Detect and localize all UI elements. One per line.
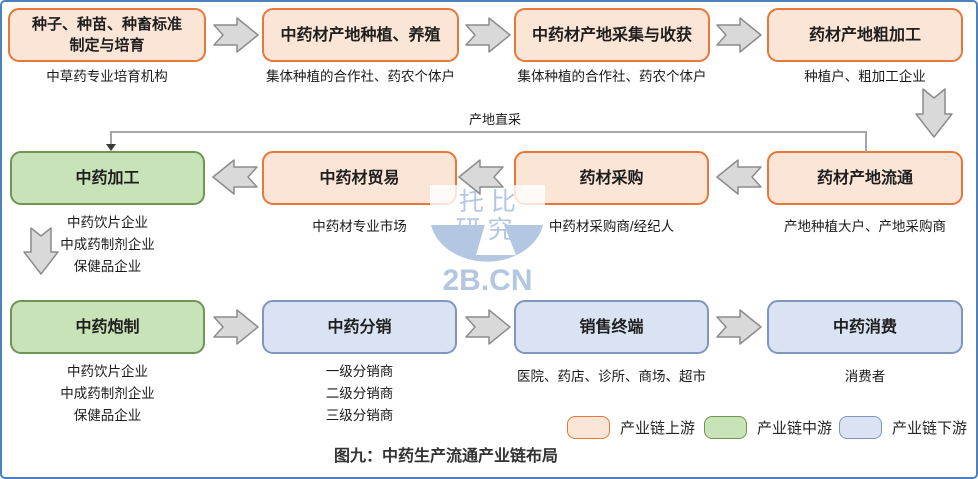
flow-arrow-right-icon bbox=[213, 309, 259, 345]
direct-procurement-arrowhead-icon bbox=[106, 144, 116, 151]
node-sales-terminals: 销售终端 bbox=[514, 300, 709, 354]
node-rough-processing-sublabel: 种植户、粗加工企业 bbox=[804, 69, 926, 84]
node-herb-purchasing: 药材采购 bbox=[514, 151, 709, 205]
legend-swatch-upstream bbox=[567, 416, 610, 439]
watermark-name: 托比 研究 bbox=[455, 188, 523, 244]
legend-item-midstream: 产业链中游 bbox=[704, 416, 832, 439]
node-tcm-processing: 中药加工 bbox=[10, 151, 205, 205]
watermark-domain: 2B.CN bbox=[442, 264, 533, 297]
node-tcm-preparation: 中药炮制 bbox=[10, 300, 205, 354]
tobi-research-watermark: 托比 研究 2B.CN bbox=[430, 185, 545, 298]
node-tcm-processing-sublabel: 中药饮片企业 中成药制剂企业 保健品企业 bbox=[60, 215, 155, 274]
legend-label-upstream: 产业链上游 bbox=[620, 420, 696, 437]
flow-arrow-down-icon bbox=[23, 227, 59, 275]
legend-item-downstream: 产业链下游 bbox=[839, 416, 967, 439]
node-sales-terminals-sublabel: 医院、药店、诊所、商场、超市 bbox=[517, 369, 706, 384]
flow-arrow-right-icon bbox=[716, 309, 762, 345]
node-tcm-distribution: 中药分销 bbox=[262, 300, 457, 354]
node-herb-trade-sublabel: 中药材专业市场 bbox=[312, 219, 407, 234]
direct-procurement-line-horizontal bbox=[110, 131, 866, 133]
flow-arrow-left-icon bbox=[212, 159, 258, 195]
flow-arrow-right-icon bbox=[465, 309, 511, 345]
node-seed-standards: 种子、种苗、种畜标准 制定与培育 bbox=[8, 8, 206, 62]
node-tcm-consumption: 中药消费 bbox=[767, 300, 963, 354]
direct-procurement-line-left bbox=[110, 131, 112, 145]
direct-procurement-label: 产地直采 bbox=[466, 109, 525, 128]
node-origin-circulation: 药材产地流通 bbox=[767, 151, 963, 205]
direct-procurement-line-right bbox=[865, 131, 867, 152]
node-origin-harvest: 中药材产地采集与收获 bbox=[514, 8, 710, 62]
flow-arrow-right-icon bbox=[716, 17, 762, 53]
node-origin-planting-sublabel: 集体种植的合作社、药农个体户 bbox=[266, 69, 455, 84]
node-origin-circulation-sublabel: 产地种植大户、产地采购商 bbox=[784, 219, 946, 234]
node-tcm-preparation-sublabel: 中药饮片企业 中成药制剂企业 保健品企业 bbox=[60, 364, 155, 423]
node-origin-harvest-sublabel: 集体种植的合作社、药农个体户 bbox=[517, 69, 707, 84]
node-rough-processing: 药材产地粗加工 bbox=[767, 8, 963, 62]
flow-arrow-right-icon bbox=[465, 17, 511, 53]
legend-item-upstream: 产业链上游 bbox=[567, 416, 695, 439]
tobi-logo-icon bbox=[431, 197, 543, 262]
figure-caption: 图九：中药生产流通产业链布局 bbox=[334, 448, 559, 465]
node-herb-purchasing-sublabel: 中药材采购商/经纪人 bbox=[548, 219, 675, 234]
node-origin-planting: 中药材产地种植、养殖 bbox=[262, 8, 459, 62]
legend-swatch-downstream bbox=[839, 416, 882, 439]
node-seed-standards-sublabel: 中草药专业培育机构 bbox=[46, 69, 168, 84]
node-herb-trade: 中药材贸易 bbox=[262, 151, 457, 205]
flow-arrow-left-icon bbox=[716, 159, 762, 195]
node-tcm-consumption-sublabel: 消费者 bbox=[844, 369, 886, 384]
flow-arrow-right-icon bbox=[213, 17, 259, 53]
node-tcm-distribution-sublabel: 一级分销商 二级分销商 三级分销商 bbox=[325, 364, 394, 423]
flow-arrow-down-icon bbox=[915, 88, 953, 138]
legend-swatch-midstream bbox=[704, 416, 747, 439]
legend-label-downstream: 产业链下游 bbox=[892, 420, 968, 437]
flow-arrow-left-icon bbox=[458, 159, 504, 195]
legend-label-midstream: 产业链中游 bbox=[757, 420, 833, 437]
